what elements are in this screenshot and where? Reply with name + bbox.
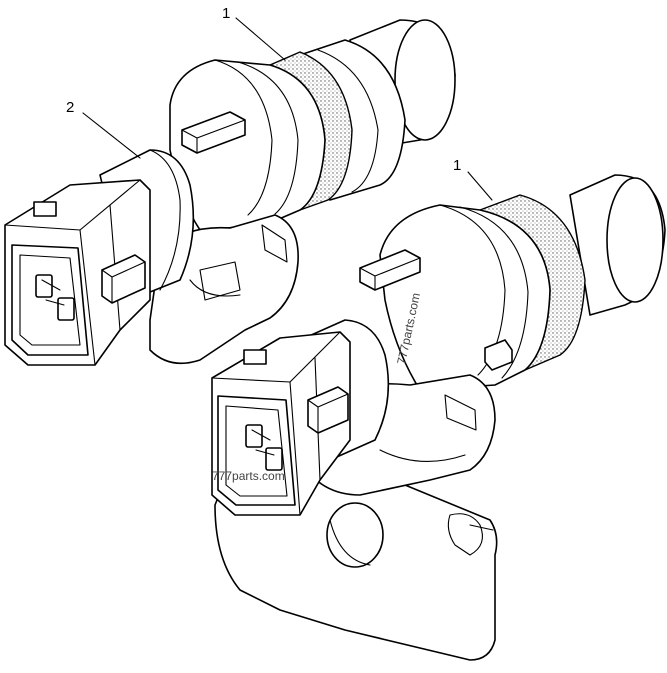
lower-pin-top: [245, 424, 263, 448]
callout-lower-seal: 1: [453, 157, 493, 201]
upper-pin-top: [35, 274, 53, 298]
upper-pin-bottom: [57, 297, 75, 321]
lower-mounting-hole: [326, 502, 384, 568]
lower-sensor-rear-end: [606, 177, 664, 303]
callout-sensor: 2: [66, 99, 141, 159]
upper-sensor: [4, 19, 456, 366]
lower-pin-bottom: [265, 447, 283, 471]
watermark-horizontal: 777parts.com: [212, 469, 285, 483]
callout-number-sensor: 2: [66, 99, 74, 116]
upper-latch-top-nub: [33, 201, 57, 217]
upper-sensor-rear-end: [394, 19, 456, 141]
callout-upper-seal: 1: [222, 5, 286, 61]
lower-sensor: [211, 174, 666, 661]
callout-number-lower-seal: 1: [453, 157, 461, 174]
callout-number-upper-seal: 1: [222, 5, 230, 22]
upper-connector-face: [11, 244, 89, 356]
lower-side-tab: [484, 339, 513, 371]
upper-key-tab: [181, 111, 246, 154]
lower-latch-top-nub: [243, 349, 267, 365]
